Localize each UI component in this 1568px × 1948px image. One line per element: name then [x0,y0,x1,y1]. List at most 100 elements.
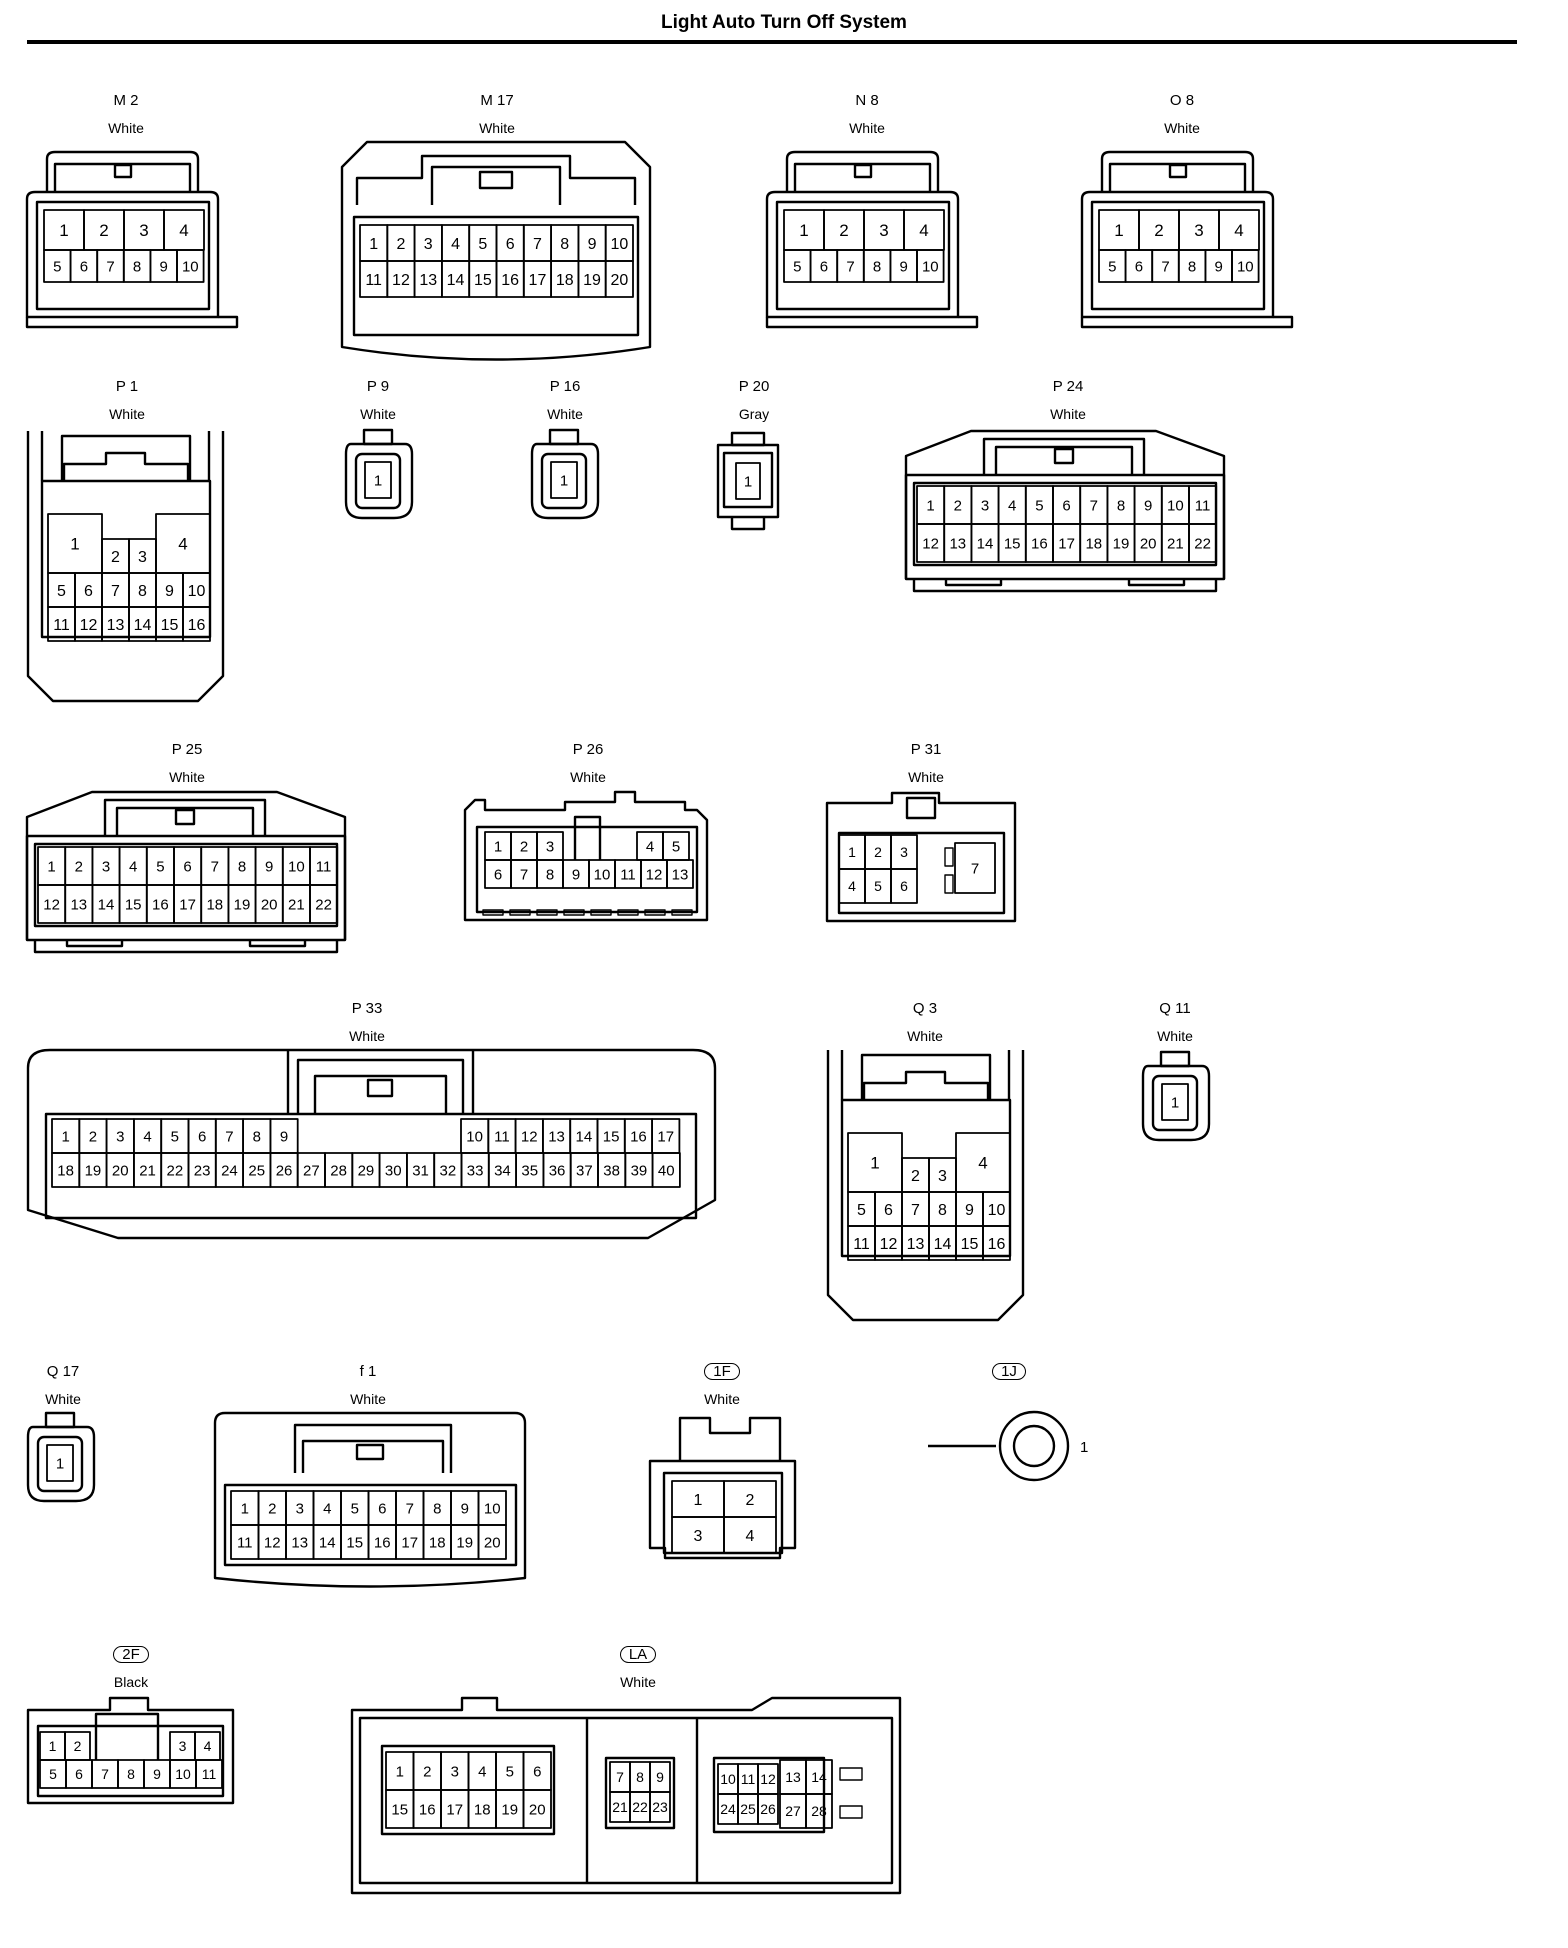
pin-number: 6 [84,583,93,600]
pin-number: 6 [1062,497,1070,514]
connector-outline [944,874,954,894]
connector-outline [944,579,1186,587]
pin-number: 1 [59,221,68,240]
pin-number: 6 [378,1500,386,1517]
pin-number: 2 [911,1168,920,1185]
label-1j: 1J [909,1363,1109,1381]
pin-number: 5 [351,1500,359,1517]
pin-number: 1 [848,844,856,860]
connector-color: Gray [738,406,770,422]
connector-outline [350,1696,902,1895]
pin-number: 8 [938,1202,947,1219]
connector-outline [113,163,133,179]
pin-number: 5 [1108,258,1116,275]
connector-outline [826,1050,1025,1322]
pin-number: 2 [75,858,83,875]
pin-number: 24 [221,1162,238,1179]
pin-number: 1 [694,1492,703,1509]
connector-outline [840,1098,1012,1258]
pin-number: 3 [694,1528,703,1545]
pin-number: 21 [612,1799,628,1815]
connector-outline [44,1112,698,1220]
pin-number: 10 [610,236,628,253]
connector-code: P 31 [910,741,942,758]
pin-number: 22 [315,896,332,913]
connector-q11: 1 [1141,1050,1211,1142]
connector-code: P 24 [1052,378,1084,395]
connector-outline [548,428,580,446]
connector-code: O 8 [1169,92,1195,109]
pin-number: 1 [47,858,55,875]
connector-outline [362,428,394,446]
connector-outline [837,831,1006,915]
pin-number: 8 [253,1128,261,1145]
pin-number: 4 [919,221,928,240]
connector-outline [1100,150,1255,192]
connector-outline [354,452,402,510]
pin-number: 12 [760,1771,776,1787]
pin-number: 19 [456,1534,473,1551]
pin-number: 15 [346,1534,363,1551]
pin-number: 10 [720,1771,736,1787]
pin-number: 8 [138,583,147,600]
pin-number: 9 [280,1128,288,1145]
pin-number: 22 [632,1799,648,1815]
pin-number: 12 [922,535,939,552]
connector-outline [853,163,873,179]
connector-outline [840,1050,1011,1100]
pin-number: 19 [501,1801,518,1818]
connector-outline [1090,200,1266,311]
connector-outline [44,1411,76,1429]
connector-outline [355,154,637,205]
pin-number: 8 [238,858,246,875]
connector-outline [26,1048,717,1240]
pin-number: 15 [1004,535,1021,552]
connector-outline [40,431,211,481]
pin-number: 14 [134,617,152,634]
pin-number: 10 [175,1766,191,1782]
pin-number: 16 [188,617,206,634]
pin-number: 13 [907,1236,925,1253]
pin-number: 14 [98,896,115,913]
connector-code: P 20 [738,378,770,395]
pin-cell [1231,249,1260,283]
pin-number: 2 [268,1500,276,1517]
pin-number: 10 [922,258,939,275]
connector-outline [860,1053,992,1100]
pin-number: 37 [576,1162,593,1179]
pin-number: 2 [396,236,405,253]
pin-number: 1 [799,221,808,240]
pin-number: 9 [1215,258,1223,275]
pin-number: 25 [740,1801,756,1817]
pin-number: 11 [202,1766,217,1782]
pin-number: 2 [74,1738,82,1754]
pin-number: 18 [1085,535,1102,552]
pin-number: 7 [225,1128,233,1145]
pin-cell [757,1793,779,1825]
pin-cell [309,884,339,924]
connector-color: White [479,120,515,136]
connector-outline [722,451,774,509]
connector-outline [912,579,1218,593]
pin-number: 17 [1058,535,1075,552]
pin-number: 39 [631,1162,648,1179]
pin-number: 5 [506,1763,514,1780]
connector-color: White [1164,120,1200,136]
pin-number: 22 [1194,535,1211,552]
pin-cell [890,868,918,904]
pin-number: 16 [152,896,169,913]
connector-outline [712,1756,826,1834]
pin-number: 7 [971,860,979,877]
pin-number: 6 [506,236,515,253]
pin-number: 20 [529,1801,546,1818]
pin-number: 14 [811,1769,827,1785]
pin-number: 7 [1161,258,1169,275]
